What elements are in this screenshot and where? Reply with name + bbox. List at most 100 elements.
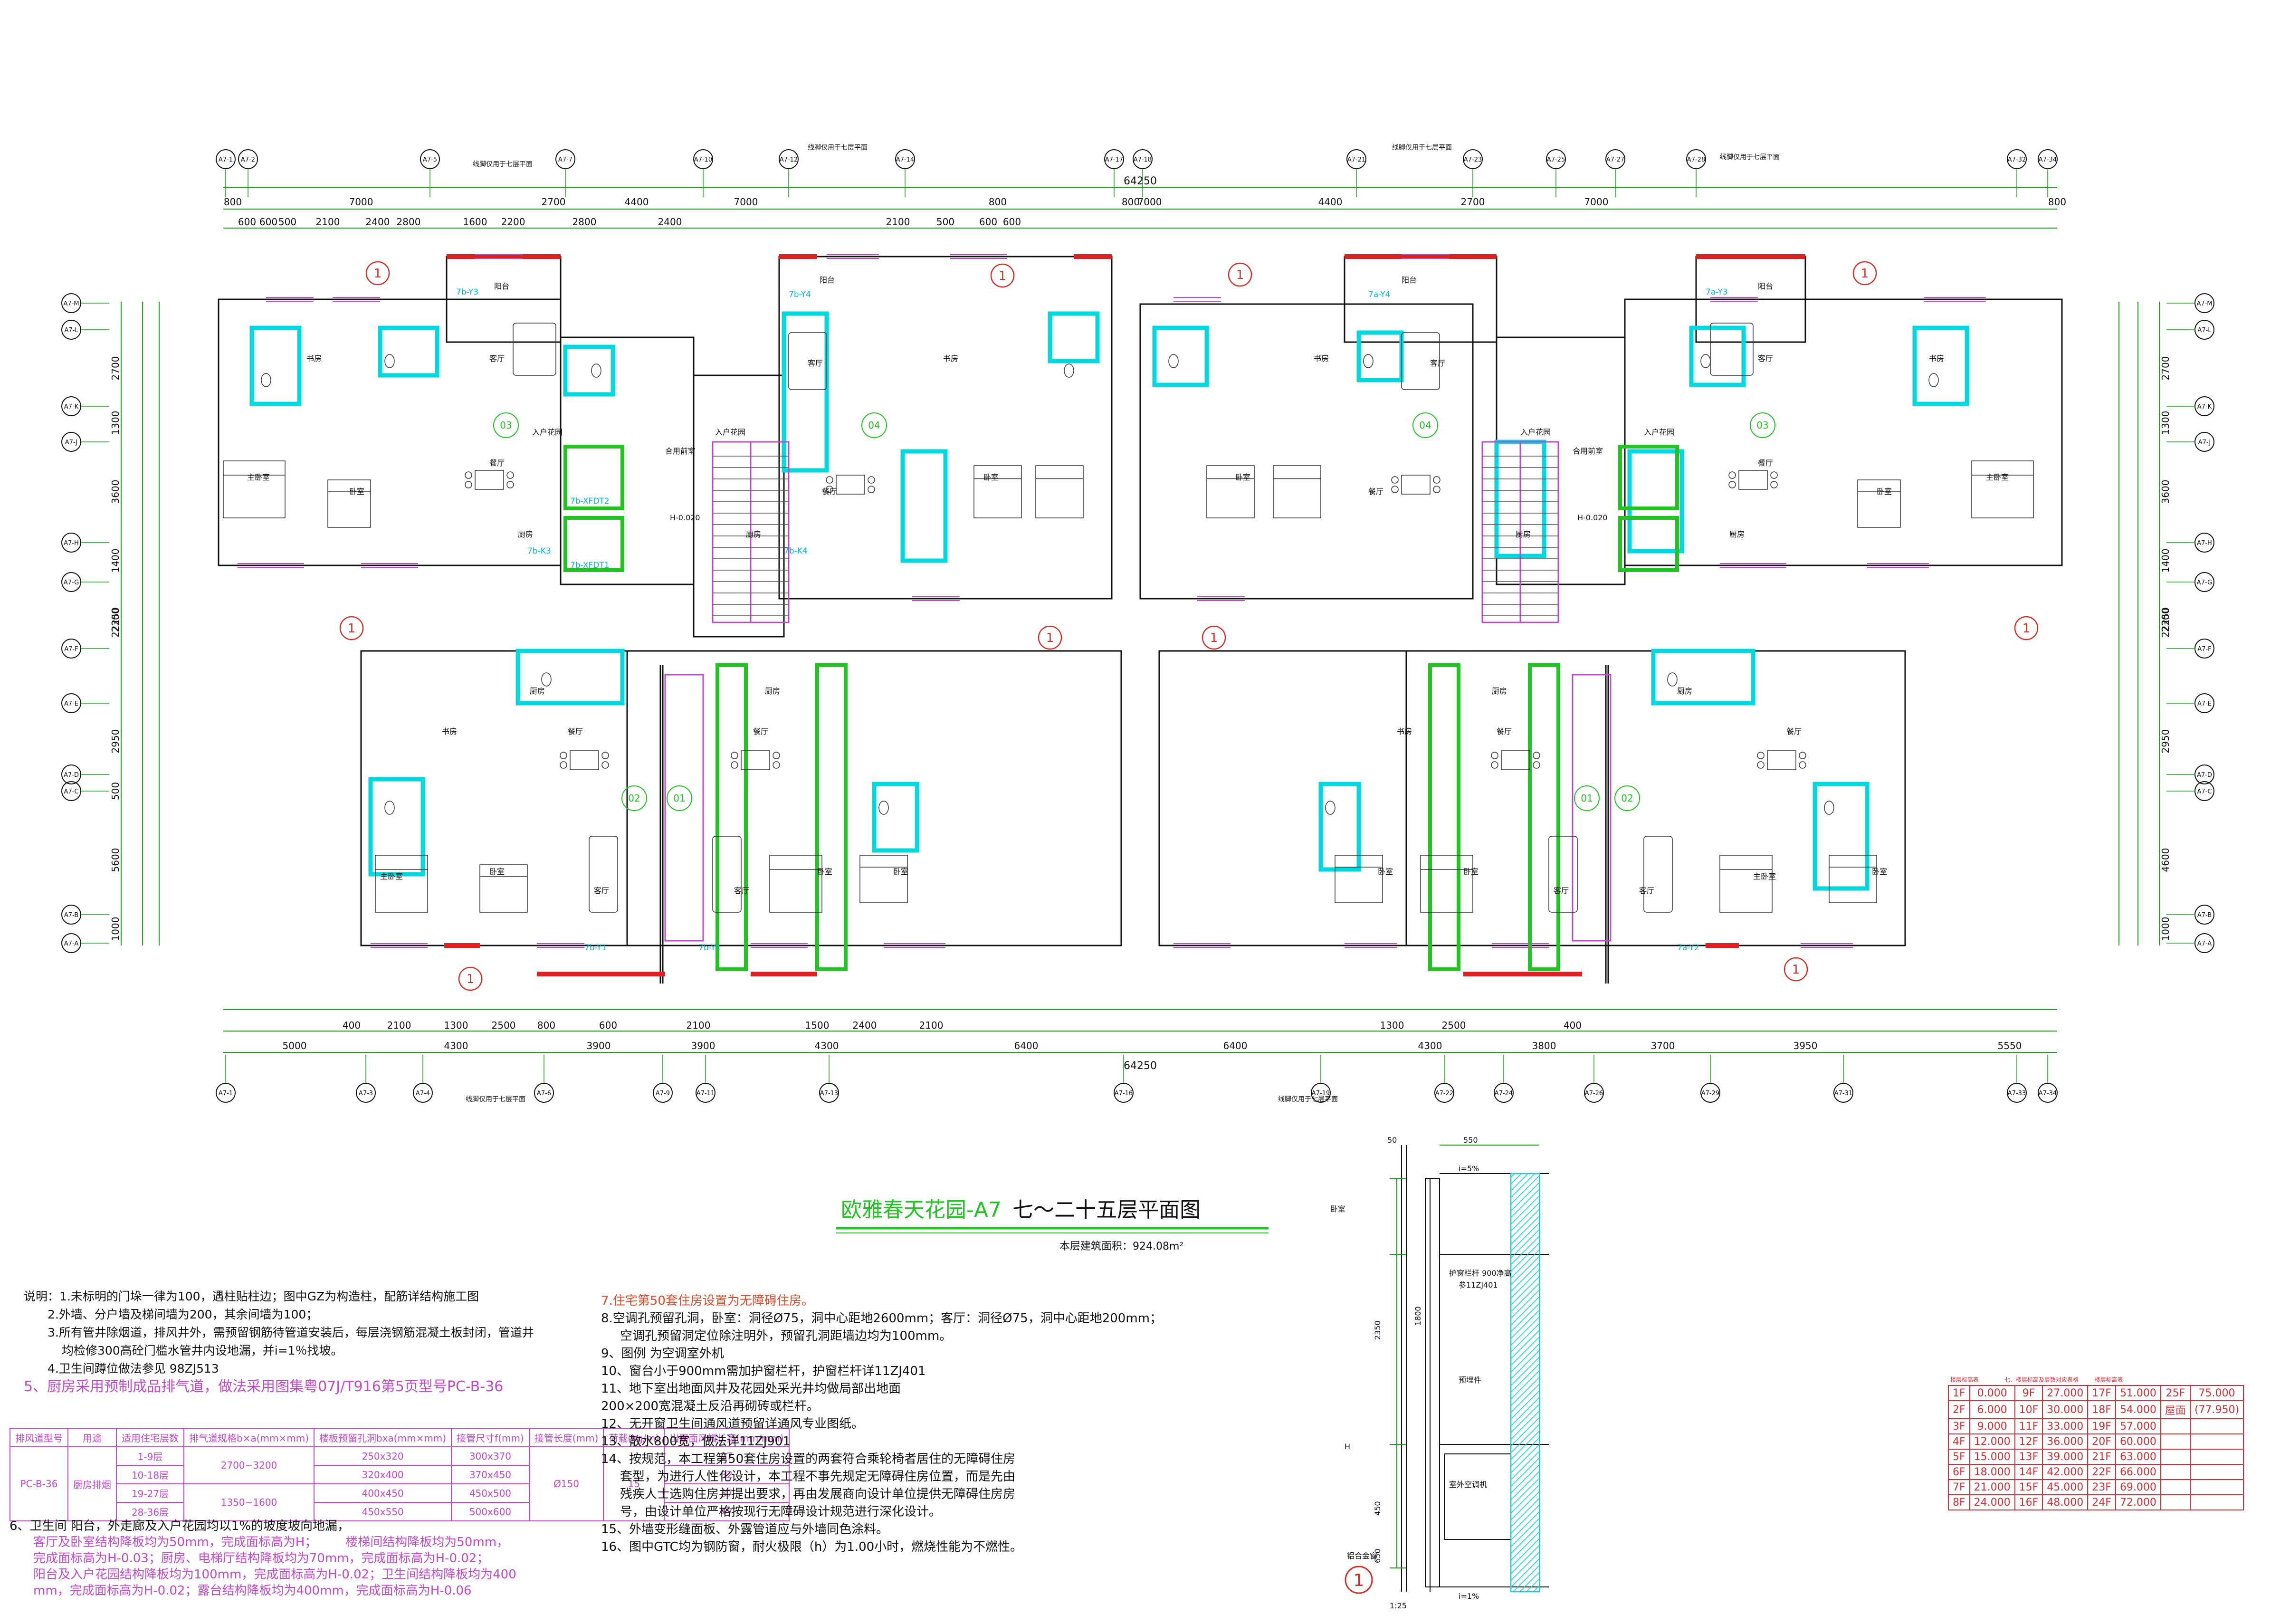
section-labels: i=5% i=1% 550 50 护窗栏杆 900净高 参11ZJ401 预埋件… [1330, 1136, 1512, 1610]
label-lower-bedroom-1: 卧室 [489, 867, 505, 876]
dim-value: 2950 [110, 729, 121, 754]
label-lower-living-1: 客厅 [594, 886, 609, 895]
vent-cell: 320x400 [314, 1465, 452, 1484]
dim-value: 1400 [110, 549, 121, 573]
elev-cell: 15.000 [1969, 1449, 2015, 1465]
dim-value: 1000 [110, 917, 121, 941]
elev-cell [2189, 1433, 2244, 1450]
elev-cell [2189, 1464, 2244, 1480]
label-bedroom-3: 卧室 [1235, 473, 1250, 482]
label-lower-kitchen-2: 厨房 [765, 687, 780, 696]
dim-value: 800 [1122, 196, 1140, 208]
dim-value: 2100 [687, 1020, 711, 1031]
axis-label: A7-F [2197, 646, 2211, 653]
label-dining-1: 餐厅 [489, 459, 505, 468]
vent-cell: 10-18层 [116, 1465, 184, 1484]
title-floor: 七～二十五层平面图 [1012, 1198, 1201, 1222]
vent-table-header: 排风道型号 用途 适用住宅层数 排气道规格b×a(mm×mm) 楼板预留孔洞bx… [10, 1428, 790, 1447]
tag-k4-left: 7b-K4 [784, 546, 808, 556]
elev-title-1: 楼层标高表 [1950, 1376, 1979, 1383]
vent-cell: 450x550 [314, 1502, 452, 1521]
elev-cell: 12.000 [1969, 1433, 2015, 1450]
vent-cell: 300x370 [451, 1446, 530, 1466]
axis-label: A7-13 [820, 1090, 838, 1097]
label-study-4: 书房 [1929, 354, 1944, 363]
axis-label: A7-K [64, 403, 79, 411]
dim-value: 2400 [366, 216, 390, 228]
label-corridor-2: 合用前室 [1573, 447, 1603, 456]
dim-value: 2700 [2160, 356, 2171, 381]
walls-left-wing [218, 256, 1122, 984]
tag-k3-left: 7b-K3 [527, 546, 551, 556]
axis-label: A7-M [2196, 300, 2212, 307]
axis-label: A7-11 [696, 1090, 715, 1097]
overall-dims: 64250 64250 [1124, 175, 1157, 1072]
label-lower-kitchen-4: 厨房 [1677, 687, 1692, 696]
elev-title-2: 七、楼层标高及层数对应表格 [2004, 1376, 2079, 1383]
vent-h-5: 接管尺寸f(mm) [451, 1428, 530, 1447]
elev-cell: 13F [2014, 1449, 2043, 1465]
label-living-3: 客厅 [1430, 359, 1445, 368]
elev-title-3: 楼层标高表 [2094, 1376, 2123, 1383]
note-3b: 均检修300高砼门槛水管井内设地漏，并ⅰ=1％找坡。 [62, 1344, 343, 1357]
elev-cell [2160, 1449, 2191, 1465]
dim-value: 5550 [1998, 1040, 2022, 1051]
vent-cell: 500x600 [451, 1502, 530, 1521]
note-14c: 残疾人士选购住房并提出要求，再由发展商向设计单位提供无障碍住房房 [620, 1487, 1016, 1501]
dim-value: 4400 [1318, 196, 1343, 208]
label-dining-4: 餐厅 [1758, 459, 1773, 468]
axis-label: A7-29 [1701, 1090, 1719, 1097]
note-16: 16、图中GTC均为钢防窗，耐火极限（h）为1.00小时，燃烧性能为不燃性。 [601, 1540, 1023, 1554]
vent-cell: 19-27层 [116, 1483, 184, 1503]
axis-label: A7-C [64, 788, 79, 795]
axis-label: A7-5 [423, 156, 437, 163]
label-lower-dining-1: 餐厅 [568, 727, 583, 736]
overall-dim-top: 64250 [1124, 175, 1157, 187]
dim-value: 7000 [349, 196, 373, 208]
vent-h-4: 楼板预留孔洞bxa(mm×mm) [314, 1428, 452, 1447]
unit-numbers: 03 04 04 03 02 01 01 02 [500, 420, 1768, 804]
elev-cell: 18F [2087, 1400, 2116, 1419]
axis-label: A7-F [64, 646, 78, 653]
vent-h-8: 出屋面风帽长宽(mm/mm) [664, 1428, 790, 1447]
svg-text:1: 1 [1210, 631, 1218, 645]
dim-value: 3900 [691, 1040, 715, 1051]
axis-label: A7-17 [1105, 156, 1123, 163]
axis-label: A7-23 [1464, 156, 1482, 163]
elev-cell [2189, 1479, 2244, 1495]
top-notes: 线脚仅用于七层平面 线脚仅用于七层平面 线脚仅用于七层平面 线脚仅用于七层平面 … [466, 144, 1780, 1103]
note-molding-6: 线脚仅用于七层平面 [1278, 1096, 1338, 1103]
axis-label: A7-28 [1687, 156, 1705, 163]
elev-cell: 10F [2014, 1400, 2043, 1419]
note-13: 13、散水800宽，做法详11ZJ901 [601, 1434, 791, 1449]
axis-label: A7-G [64, 579, 79, 586]
notes-middle: 7.住宅第50套住房设置为无障碍住房。 8.空调孔预留孔洞，卧室：洞径Ø75，洞… [601, 1292, 1162, 1556]
dim-value: 3950 [1793, 1040, 1818, 1051]
axis-label: A7-1 [219, 156, 233, 163]
label-living-1: 客厅 [489, 354, 505, 363]
tag-y3-right: 7a-Y3 [1706, 287, 1728, 297]
axis-label: A7-4 [416, 1090, 430, 1097]
section-drain: 预埋件 [1459, 1376, 1481, 1385]
dim-value: 4400 [625, 196, 649, 208]
axis-label: A7-14 [896, 156, 914, 163]
section-rail-ref: 参11ZJ401 [1459, 1280, 1498, 1290]
dim-value: 2400 [658, 216, 682, 228]
elev-cell: 24.000 [1969, 1494, 2015, 1510]
elev-cell [2160, 1418, 2191, 1434]
section-dim-50: 50 [1387, 1136, 1397, 1145]
axis-label: A7-3 [359, 1090, 373, 1097]
axis-label: A7-M [63, 300, 79, 307]
label-lower-master-2: 主卧室 [1753, 872, 1776, 881]
tag-y4-right: 7a-Y4 [1368, 290, 1391, 299]
elev-cell: 20F [2087, 1433, 2116, 1450]
axis-label: A7-H [2197, 540, 2212, 547]
stair-core-right [1481, 441, 1612, 942]
note-molding-2: 线脚仅用于七层平面 [808, 144, 868, 152]
